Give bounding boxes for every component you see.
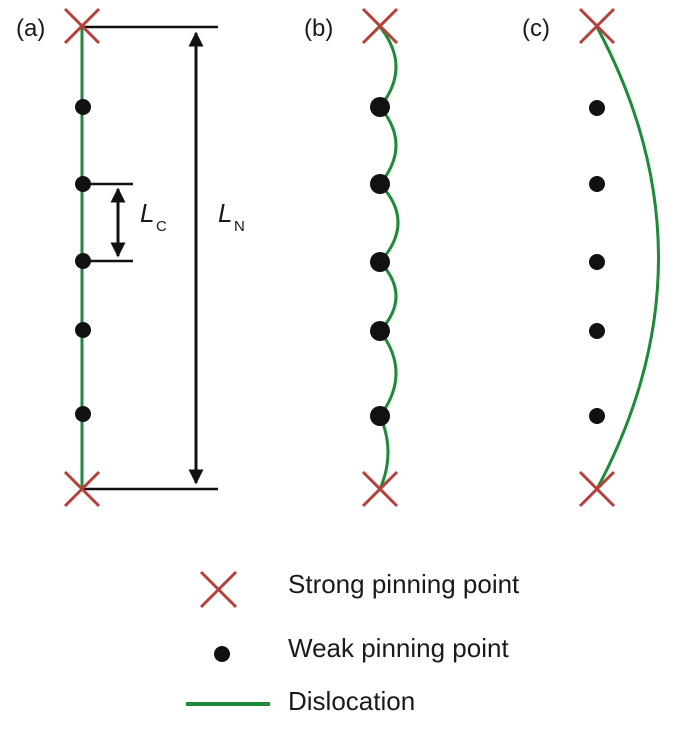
weak-pin — [589, 176, 605, 192]
legend-strong-label: Strong pinning point — [288, 569, 520, 599]
weak-pin — [589, 254, 605, 270]
weak-pin — [589, 408, 605, 424]
weak-pin — [75, 99, 91, 115]
legend-weak-pin-icon — [214, 646, 230, 662]
strong-pin-cross — [361, 470, 399, 508]
weak-pin — [75, 176, 91, 192]
weak-pin — [370, 321, 390, 341]
strong-pin-cross — [578, 7, 616, 45]
panel-c — [578, 7, 660, 508]
panel-b — [361, 7, 400, 508]
weak-pin — [370, 406, 390, 426]
panel-a-label: (a) — [16, 15, 45, 42]
legend: Strong pinning point Weak pinning point … — [186, 569, 520, 716]
legend-strong-pin-icon — [199, 570, 238, 609]
weak-pin — [370, 97, 390, 117]
strong-pin-cross — [63, 7, 101, 45]
panel-c-label: (c) — [522, 15, 550, 42]
weak-pin — [370, 252, 390, 272]
lc-label-symbol: L — [140, 198, 154, 228]
ln-label-subscript: N — [234, 218, 245, 235]
weak-pin — [75, 322, 91, 338]
weak-pin — [75, 253, 91, 269]
weak-pin — [75, 406, 91, 422]
strong-pin-cross — [63, 470, 101, 508]
weak-pin — [589, 323, 605, 339]
legend-dislocation-label: Dislocation — [288, 686, 415, 716]
legend-weak-label: Weak pinning point — [288, 633, 509, 663]
lc-label-subscript: C — [156, 218, 167, 235]
panel-b-label: (b) — [304, 15, 333, 42]
ln-label-symbol: L — [218, 198, 232, 228]
weak-pin — [589, 100, 605, 116]
dislocation-unpinned-arc — [595, 26, 660, 490]
strong-pin-cross — [361, 7, 399, 45]
panel-a: L C L N — [63, 7, 245, 508]
strong-pin-cross — [578, 470, 616, 508]
weak-pin — [370, 174, 390, 194]
